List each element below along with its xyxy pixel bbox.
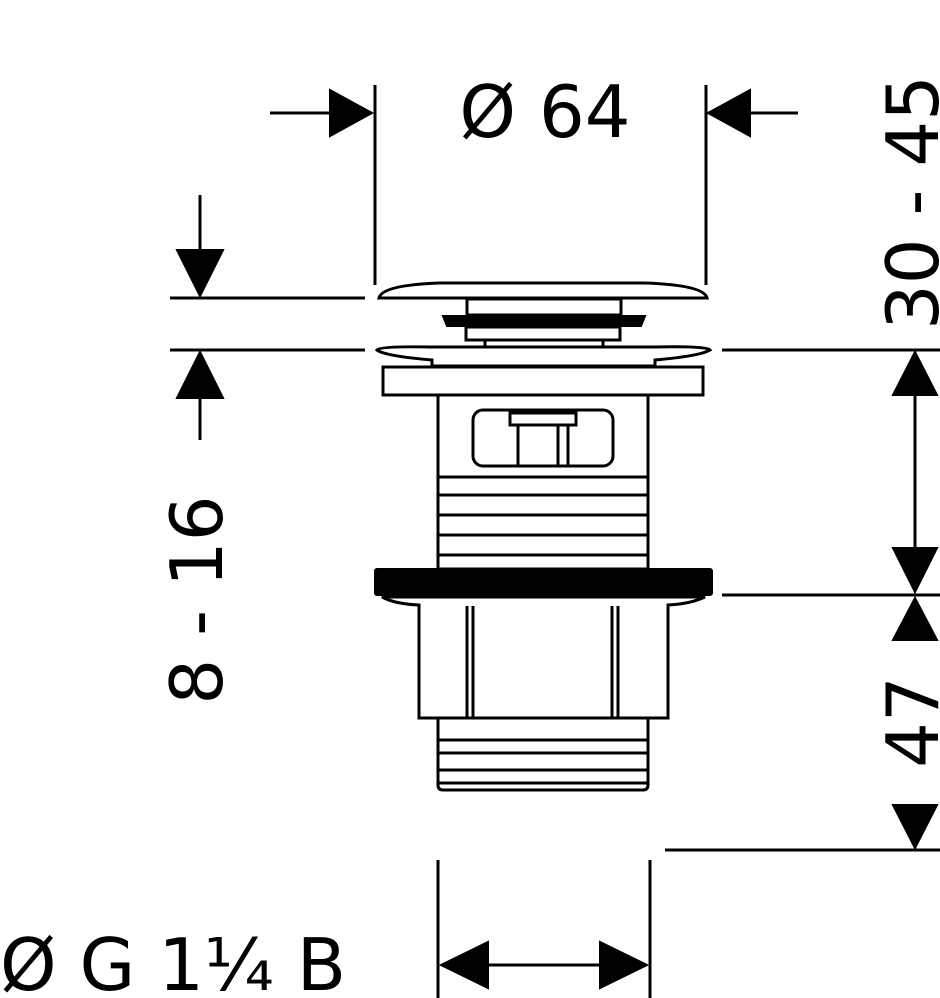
dimension-label-diameter-64: Ø 64 — [459, 70, 630, 154]
arrow-left-icon — [438, 940, 489, 990]
diameter-64-dimension: Ø 64 — [270, 70, 798, 285]
arrow-right-icon — [329, 88, 375, 138]
flange-plate — [381, 365, 705, 397]
dimension-label-8-16: 8 - 16 — [155, 495, 239, 704]
dimension-label-47: 47 — [871, 676, 940, 768]
valve-cap — [377, 281, 709, 300]
arrow-down-icon — [891, 547, 939, 595]
arrow-down-icon — [891, 804, 939, 851]
arrow-down-icon — [175, 249, 225, 299]
seal-ring — [441, 315, 647, 327]
height-8-16-dimension: 8 - 16 — [155, 195, 365, 705]
overflow-window — [471, 408, 615, 468]
flange — [374, 345, 713, 368]
nut-body — [381, 595, 706, 720]
arrow-right-icon — [599, 940, 650, 990]
arrow-up-icon — [891, 349, 939, 396]
arrow-up-icon — [891, 595, 939, 641]
height-right-dimensions: 47 30 - 45 — [665, 75, 940, 852]
thread-dimension: Ø G 1¼ B — [0, 860, 652, 998]
valve-part — [374, 281, 713, 792]
dimension-label-thread: Ø G 1¼ B — [0, 923, 346, 998]
arrow-left-icon — [705, 88, 751, 138]
arrow-up-icon — [175, 349, 225, 399]
dimension-label-30-45: 30 - 45 — [871, 75, 940, 330]
lock-nut — [374, 568, 713, 596]
